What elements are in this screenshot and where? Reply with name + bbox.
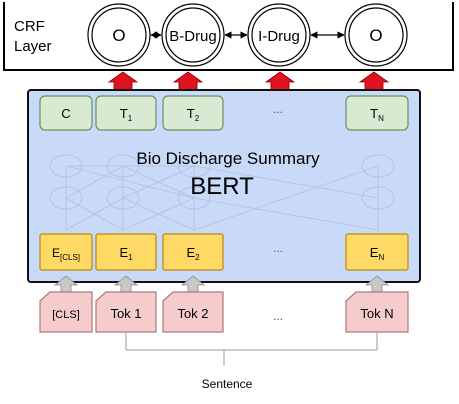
svg-text:E1: E1 [119,245,133,262]
crf-layer-frame [3,2,454,71]
crf-label-line1: CRF [14,18,45,35]
output-tn-letter: T [370,106,378,121]
gray-up-arrow [180,275,206,293]
token-1: Tok 1 [95,291,157,333]
token-n-label: Tok N [360,306,393,321]
output-t2: T2 [162,95,224,131]
svg-text:T1: T1 [120,106,133,123]
crf-node-label: O [369,26,382,45]
sentence-bracket [125,332,378,366]
output-c: C [39,95,93,131]
crf-node-1: O [87,3,151,67]
output-tn: TN [345,95,409,131]
gray-up-arrow [113,275,139,293]
svg-text:T2: T2 [187,106,200,123]
embedding-cls-letter: E [52,246,60,260]
red-up-arrow [358,71,390,92]
svg-text:E[CLS]: E[CLS] [52,246,80,262]
token-ellipsis: ... [273,309,283,323]
input-arrows [53,275,390,293]
output-arrows [107,71,390,92]
svg-text:E2: E2 [186,245,200,262]
sentence-label: Sentence [202,377,253,391]
embedding-en: EN [345,233,409,271]
token-cls: [CLS] [39,291,93,333]
crf-node-3: I-Drug [247,3,311,67]
bert-title: BERT [190,173,254,200]
output-t1-subscript: 1 [128,114,133,123]
embedding-e1-letter: E [119,245,128,260]
output-t2-subscript: 2 [195,114,200,123]
token-2-label: Tok 2 [177,306,208,321]
token-n: Tok N [345,291,409,333]
embedding-ellipsis: ... [273,241,283,255]
crf-node-label: B-Drug [169,28,217,45]
bert-subtitle: Bio Discharge Summary [136,149,320,168]
red-up-arrow [172,71,204,92]
output-t1: T1 [95,95,157,131]
token-2: Tok 2 [162,291,224,333]
embedding-e2-letter: E [186,245,195,260]
embedding-en-subscript: N [378,253,384,262]
token-1-label: Tok 1 [110,306,141,321]
network-connections [65,165,379,231]
output-c-label: C [61,106,70,121]
crf-node-4: O [344,3,408,67]
red-up-arrow [107,71,139,92]
embedding-e2: E2 [162,233,224,271]
gray-up-arrow [364,275,390,293]
embedding-cls-subscript: [CLS] [60,253,80,262]
crf-node-label: I-Drug [258,28,300,45]
gray-up-arrow [53,275,79,293]
embedding-en-letter: E [370,245,379,260]
embedding-cls: E[CLS] [39,233,93,271]
crf-label-line2: Layer [14,38,52,55]
svg-text:TN: TN [370,106,384,123]
output-t2-letter: T [187,106,195,121]
embedding-e2-subscript: 2 [195,253,200,262]
output-ellipsis: ... [273,102,283,116]
embedding-e1-subscript: 1 [128,253,133,262]
output-tn-subscript: N [378,114,384,123]
network-nodes [49,154,395,210]
output-t1-letter: T [120,106,128,121]
crf-node-2: B-Drug [161,3,225,67]
embedding-e1: E1 [95,233,157,271]
crf-layer: CRF Layer O B-Drug I-Drug O [3,2,454,71]
red-up-arrow [264,71,296,92]
token-cls-label: [CLS] [52,309,80,321]
bert-block: Bio Discharge Summary BERT C T1 T2 ... T… [27,89,421,283]
crf-node-label: O [112,26,125,45]
svg-text:EN: EN [370,245,385,262]
